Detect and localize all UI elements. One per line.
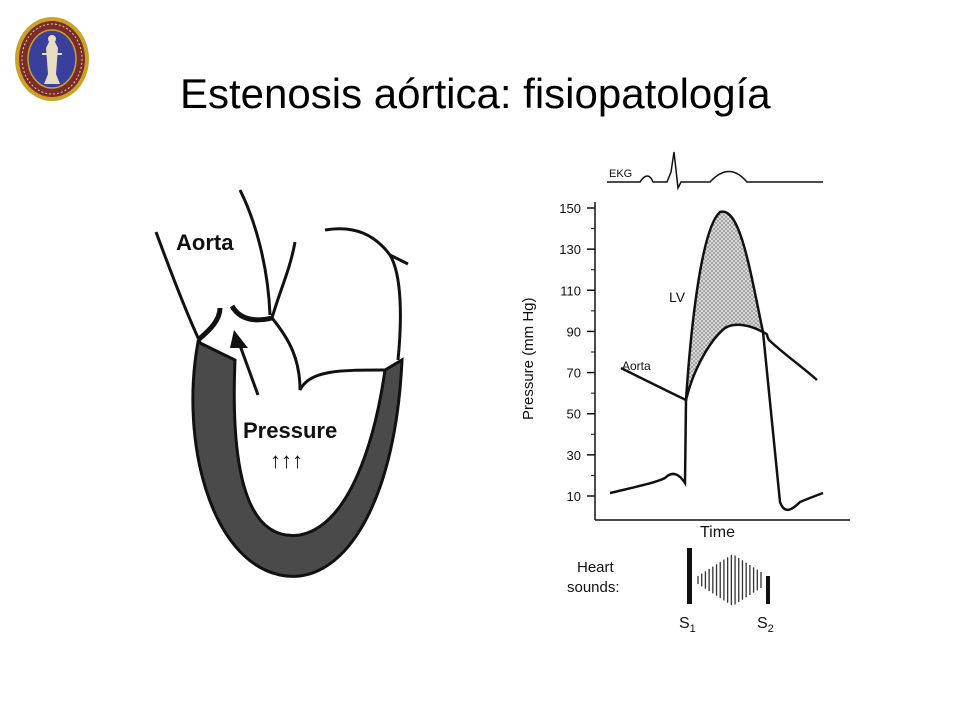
aorta-curve-label: Aorta (622, 359, 651, 373)
ventricle-wall (191, 339, 404, 578)
left-atrium-outline (324, 227, 402, 361)
aorta-label: Aorta (176, 230, 234, 255)
lv-pressure-curve (609, 210, 824, 512)
aorta-wall-left (154, 231, 202, 343)
s1-sound-bar (687, 548, 692, 604)
y-tick-label: 10 (567, 489, 581, 504)
heart-sounds-label-2: sounds: (567, 579, 620, 596)
y-tick-label: 110 (560, 283, 581, 298)
mitral-outline (270, 317, 386, 391)
aorta-wall-right (238, 189, 272, 316)
y-tick-label: 90 (567, 324, 581, 339)
s1-label: S1 (679, 615, 696, 635)
pressure-chart: EKG 150 130 110 90 70 50 30 10 Pressure (mm Hg)… (520, 151, 850, 635)
flow-arrow-shaft (236, 339, 260, 396)
y-tick-label: 150 (559, 201, 581, 216)
y-axis-label: Pressure (mm Hg) (520, 297, 537, 420)
pressure-gradient-shading (686, 211, 763, 400)
pulmonary-outline (270, 241, 297, 319)
y-tick-label: 30 (567, 448, 581, 463)
atrium-top (389, 253, 409, 266)
ekg-trace (607, 151, 823, 191)
pressure-arrows: ↑↑↑ (270, 448, 303, 473)
slide-title: Estenosis aórtica: fisiopatología (180, 70, 771, 117)
lv-label: LV (669, 289, 686, 305)
y-tick-label: 50 (567, 407, 581, 422)
y-tick-label: 70 (567, 366, 581, 381)
pressure-label: Pressure (243, 418, 337, 443)
heart-sounds-label-1: Heart (577, 559, 615, 576)
s2-sound-bar (766, 576, 770, 604)
y-tick-label: 130 (559, 242, 581, 257)
ekg-label: EKG (609, 168, 632, 180)
s2-label: S2 (757, 615, 774, 635)
aortic-valve-left (196, 307, 223, 342)
y-ticks: 150 130 110 90 70 50 30 10 (559, 201, 595, 504)
aortic-valve-right (229, 304, 273, 323)
flow-arrow-head (230, 330, 248, 348)
heart-diagram: Aorta Pressure ↑↑↑ (154, 189, 409, 578)
x-axis-label: Time (700, 524, 735, 541)
university-seal-logo (15, 17, 89, 101)
systolic-murmur (697, 554, 762, 606)
aorta-pressure-curve (620, 323, 818, 402)
